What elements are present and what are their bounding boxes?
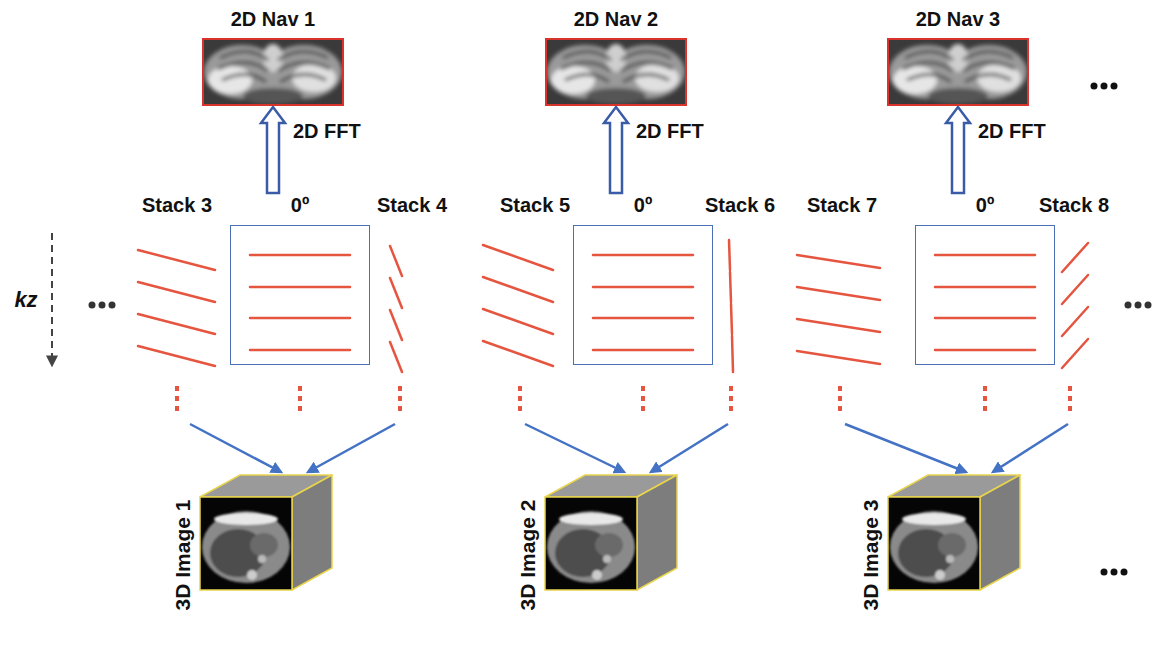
- ellipsis-dots: [1101, 569, 1128, 576]
- edge-label: 2D FFT: [293, 120, 361, 143]
- ellipsis-dots: [89, 302, 1152, 309]
- image-cube: [888, 475, 1020, 590]
- kspace-frame: [573, 225, 713, 365]
- kspace-box: 0º: [915, 193, 1055, 365]
- image-volume: 3D Image 3: [858, 468, 1030, 648]
- stack-label: Stack 7: [807, 194, 877, 217]
- panel-heading: 2D Nav 3: [880, 6, 1036, 32]
- merge-arrows: [190, 424, 1068, 472]
- navigator-frame: [202, 38, 344, 106]
- panel-heading: 0º: [573, 193, 713, 217]
- ellipsis-dots: [1091, 83, 1118, 90]
- volume-label: 3D Image 1: [170, 469, 196, 641]
- axis-label: kz: [14, 287, 37, 313]
- edge-label: 2D FFT: [978, 120, 1046, 143]
- navigator-image: [545, 38, 687, 106]
- panel-heading: 2D Nav 1: [195, 6, 351, 32]
- image-volume: 3D Image 2: [515, 468, 687, 648]
- navigator-panel: 2D Nav 2: [538, 6, 694, 106]
- volume-label: 3D Image 2: [515, 469, 541, 641]
- kspace-box: 0º: [230, 193, 370, 365]
- stack-label: Stack 4: [377, 194, 447, 217]
- stack-label: Stack 8: [1039, 194, 1109, 217]
- kspace-lines: [138, 240, 1088, 372]
- edge-label: 2D FFT: [636, 120, 704, 143]
- navigator-panel: 2D Nav 3: [880, 6, 1036, 106]
- panel-heading: 2D Nav 2: [538, 6, 694, 32]
- panel-heading: 0º: [230, 193, 370, 217]
- image-cube: [200, 475, 332, 590]
- fft-arrow: [946, 107, 970, 193]
- stack-label: Stack 5: [500, 194, 570, 217]
- continuation-dots: [175, 386, 1072, 411]
- fft-arrow: [261, 107, 285, 193]
- panel-heading: 0º: [915, 193, 1055, 217]
- volume-label: 3D Image 3: [858, 469, 884, 641]
- kspace-box: 0º: [573, 193, 713, 365]
- image-volume: 3D Image 1: [170, 468, 342, 648]
- navigator-image: [887, 38, 1029, 106]
- kspace-frame: [230, 225, 370, 365]
- kspace-frame: [915, 225, 1055, 365]
- kz-axis-arrow: [51, 233, 53, 365]
- navigator-frame: [887, 38, 1029, 106]
- fft-arrow: [604, 107, 628, 193]
- stack-label: Stack 3: [142, 194, 212, 217]
- stack-label: Stack 6: [705, 194, 775, 217]
- navigator-panel: 2D Nav 1: [195, 6, 351, 106]
- image-cube: [545, 475, 677, 590]
- navigator-frame: [545, 38, 687, 106]
- navigator-image: [202, 38, 344, 106]
